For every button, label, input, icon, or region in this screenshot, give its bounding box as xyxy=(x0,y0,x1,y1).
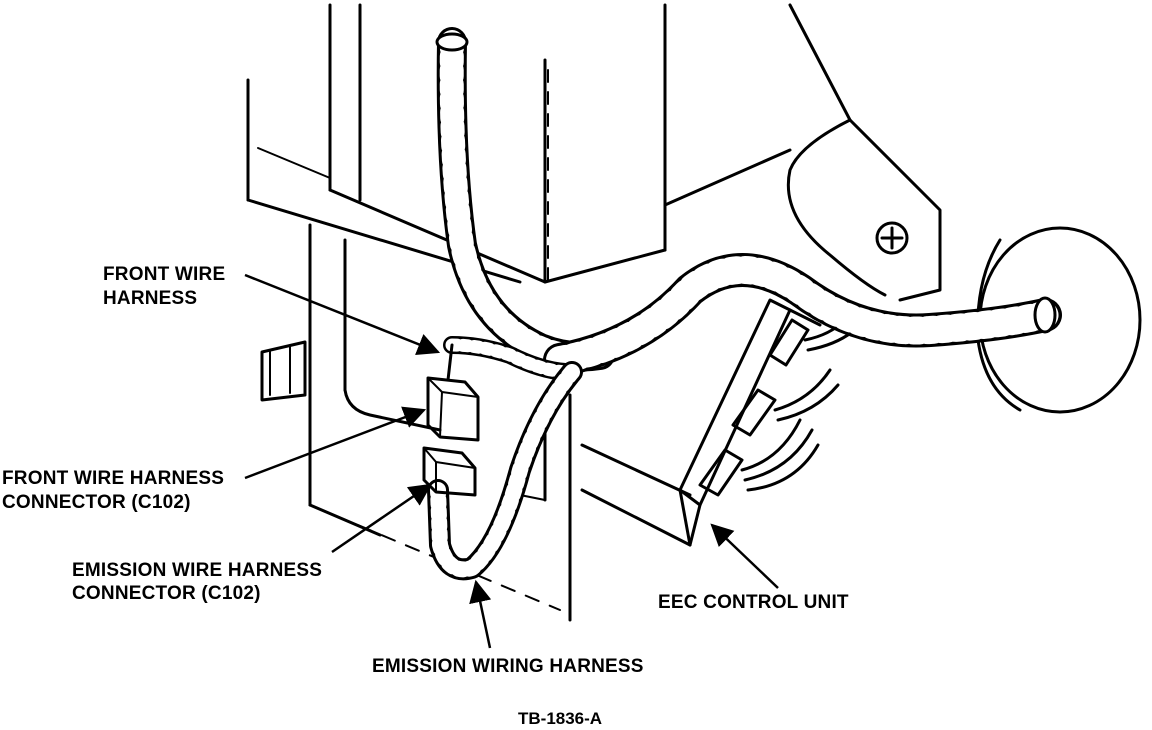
eec-wire-bundle xyxy=(740,318,854,492)
label-eec-control-unit: EEC CONTROL UNIT xyxy=(658,592,849,613)
front-wire-harness-connector xyxy=(426,376,480,442)
eec-control-unit xyxy=(678,298,854,547)
vertical-harness xyxy=(435,27,615,372)
emission-harness xyxy=(427,361,583,581)
label-emission-wiring-harness: EMISSION WIRING HARNESS xyxy=(372,656,644,677)
figure-id: TB-1836-A xyxy=(518,709,602,728)
arrow-emission-harness xyxy=(469,579,492,649)
front-wire-harness-segment xyxy=(443,336,574,382)
label-front-wire-harness-1: FRONT WIRE xyxy=(103,264,225,285)
callouts: FRONT WIRE HARNESS FRONT WIRE HARNESS CO… xyxy=(2,264,849,728)
harness-sheaths xyxy=(427,27,1062,581)
label-emission-connector-1: EMISSION WIRE HARNESS xyxy=(72,560,322,581)
leader-arrows xyxy=(244,273,779,649)
arrow-eec-control-unit xyxy=(710,523,779,589)
label-emission-connector-2: CONNECTOR (C102) xyxy=(72,583,261,604)
label-front-connector-2: CONNECTOR (C102) xyxy=(2,492,191,513)
label-front-wire-harness-2: HARNESS xyxy=(103,288,197,309)
vehicle-panel-structure xyxy=(246,3,942,622)
emission-wire-harness-connector xyxy=(422,446,477,497)
main-harness xyxy=(543,253,1062,377)
arrow-front-wire-harness xyxy=(244,273,441,355)
label-front-connector-1: FRONT WIRE HARNESS xyxy=(2,468,224,489)
arrow-front-connector xyxy=(244,406,427,480)
arrow-emission-connector xyxy=(331,483,432,554)
